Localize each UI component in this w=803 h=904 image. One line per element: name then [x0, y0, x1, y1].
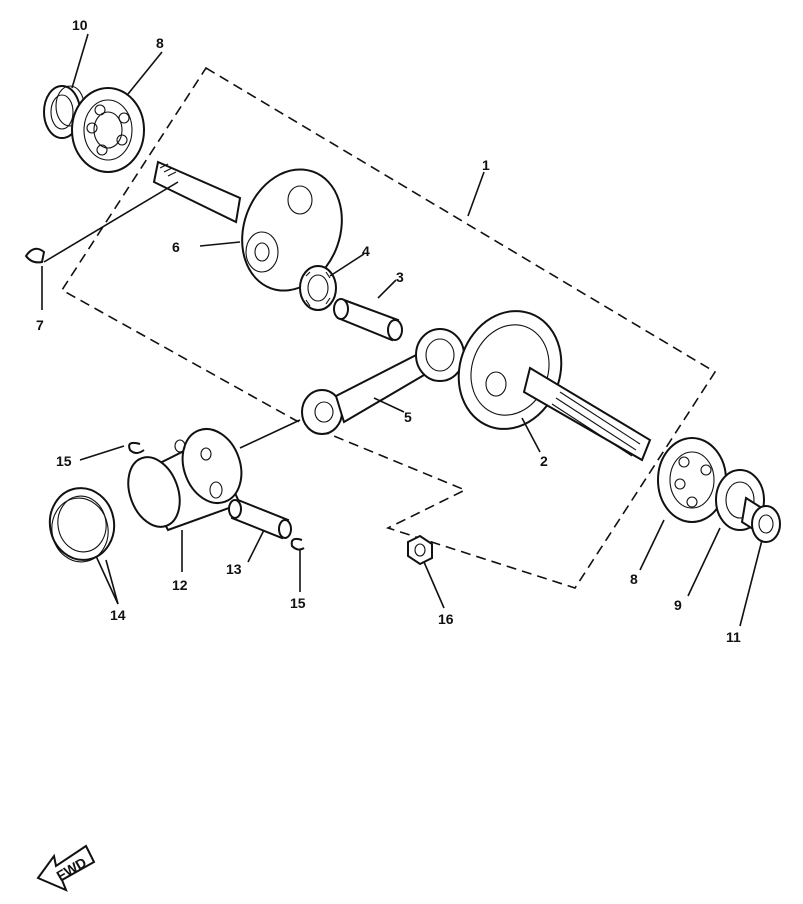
callout-2: 2 [540, 453, 548, 469]
callout-10: 10 [72, 17, 88, 33]
leader-lines [41, 33, 763, 627]
callout-11: 11 [726, 629, 741, 645]
callout-8-right: 8 [630, 571, 638, 587]
part-5-connecting-rod [301, 328, 465, 435]
callout-13: 13 [226, 561, 242, 577]
callout-5: 5 [404, 409, 412, 425]
callout-14: 14 [110, 607, 126, 623]
part-16-nut [407, 534, 433, 566]
part-4-needle-bearing [299, 265, 337, 311]
part-13-piston-pin [228, 498, 292, 540]
part-15-clip-right [290, 537, 305, 551]
callout-16: 16 [438, 611, 454, 627]
callout-3: 3 [396, 269, 404, 285]
part-14-piston-rings [48, 487, 116, 563]
part-8-bearing-left [71, 87, 145, 173]
callout-6: 6 [172, 239, 180, 255]
callout-15-left: 15 [56, 453, 72, 469]
crankshaft-assembly-boundary [60, 66, 717, 589]
callout-7: 7 [36, 317, 44, 333]
part-15-clip-left [128, 441, 145, 454]
part-6-crank-half-left [152, 160, 343, 292]
callout-15-right: 15 [290, 595, 306, 611]
part-2-crank-half-right [457, 310, 652, 462]
callout-1: 1 [482, 157, 490, 173]
callout-9: 9 [674, 597, 682, 613]
part-12-piston [127, 428, 243, 532]
part-11-collar [740, 496, 781, 543]
part-8-bearing-right [657, 437, 727, 523]
fwd-arrow-icon: FWD [36, 844, 96, 892]
part-7-woodruff-key [24, 247, 46, 264]
callout-4: 4 [362, 243, 370, 259]
callout-12: 12 [172, 577, 188, 593]
part-3-crank-pin [333, 298, 403, 342]
callout-8-left: 8 [156, 35, 164, 51]
